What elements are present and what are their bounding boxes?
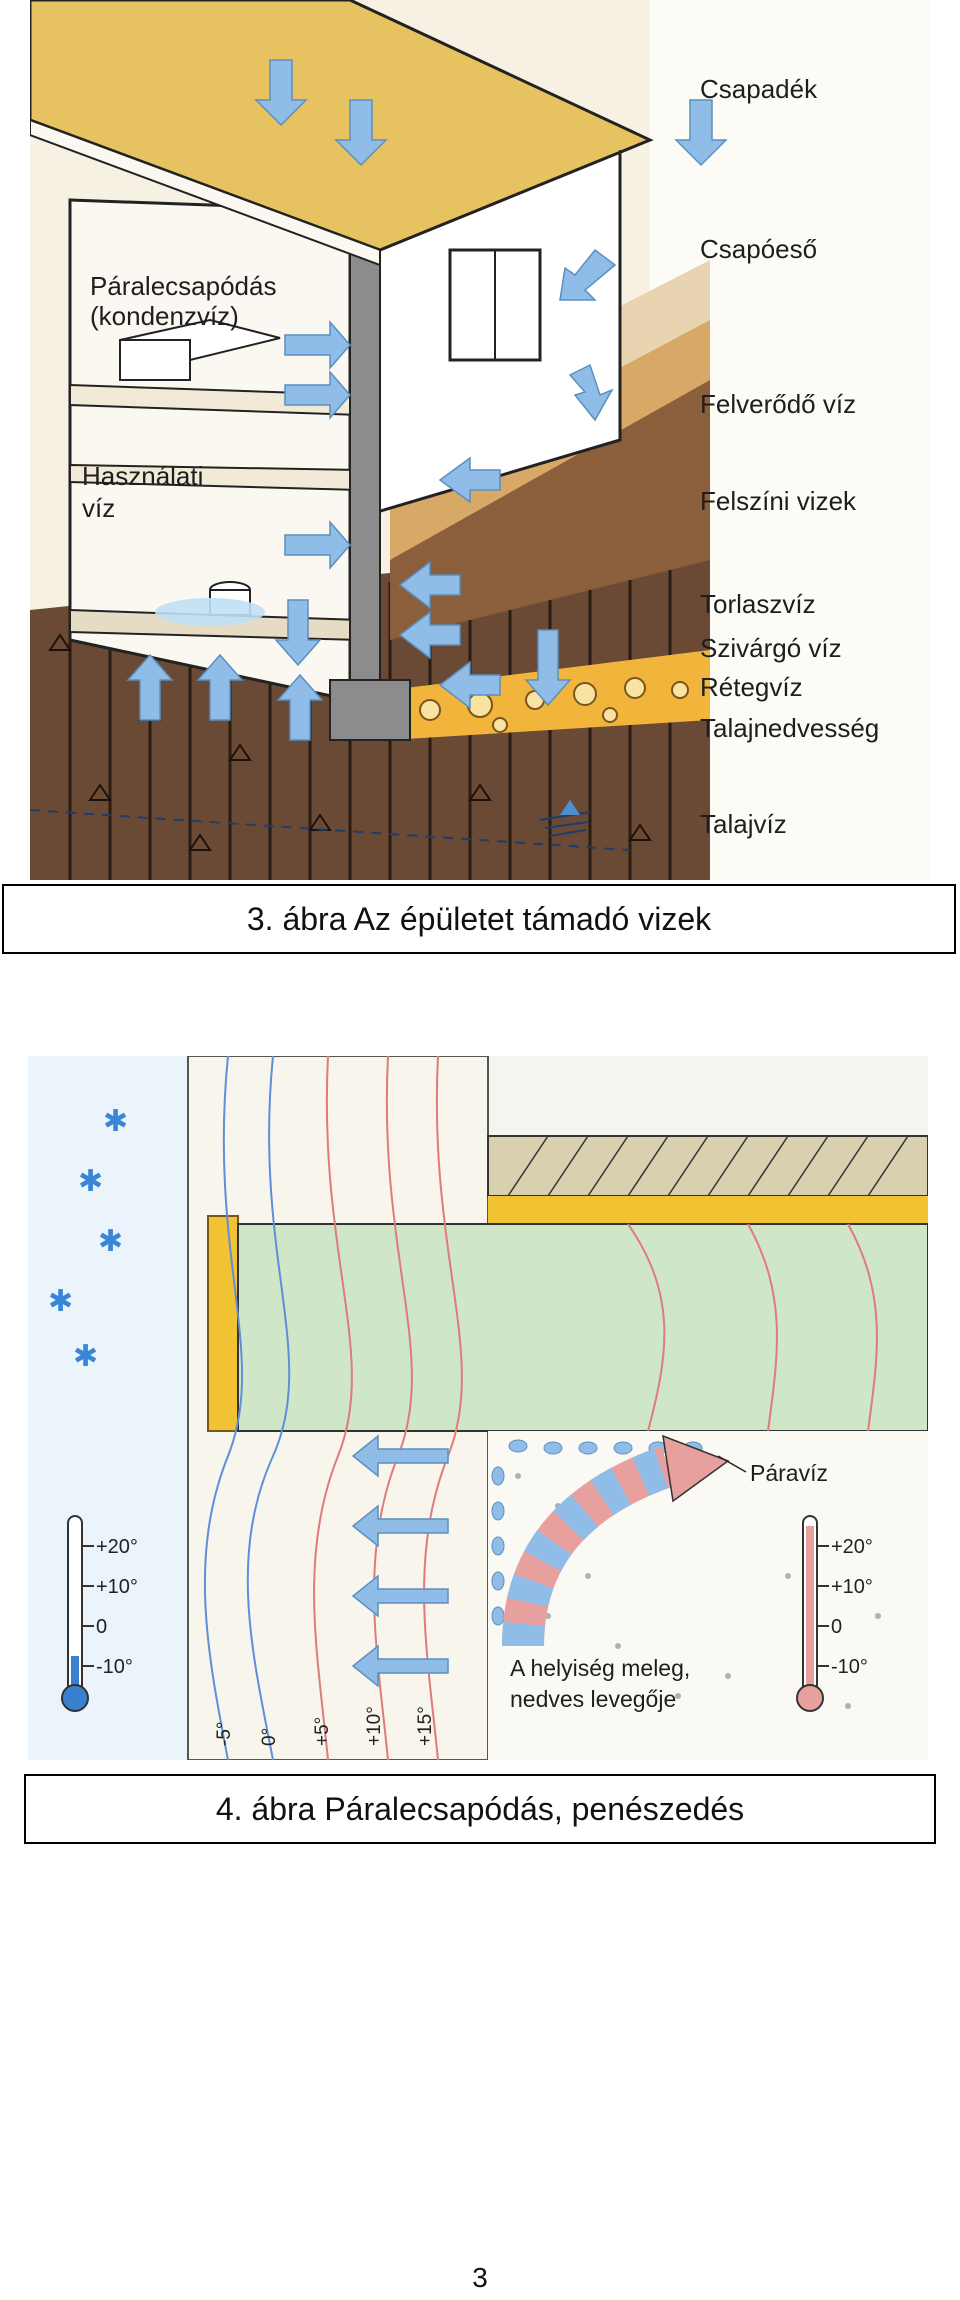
label-surface-water: Felszíni vizek: [700, 486, 857, 516]
thermo-right-tick-2: +10°: [831, 1576, 873, 1598]
label-room-air-sub: nedves levegője: [510, 1686, 676, 1712]
label-soil-moisture: Talajnedvesség: [700, 713, 879, 743]
isotherm-label-5: +15°: [415, 1706, 436, 1746]
thermo-left-tick-3: 0: [96, 1616, 107, 1638]
figure-4-caption: 4. ábra Páralecsapódás, penészedés: [216, 1791, 744, 1828]
figure-4-caption-box: 4. ábra Páralecsapódás, penészedés: [24, 1774, 936, 1844]
svg-text:✱: ✱: [73, 1340, 98, 1373]
label-condensation-sub: (kondenzvíz): [90, 301, 239, 331]
label-splash-water: Felverődő víz: [700, 389, 856, 419]
condensation-diagram: ✱✱✱ ✱✱ +20° +10° 0: [28, 1056, 928, 1760]
floor-slab: [238, 1224, 928, 1431]
thermo-right-tick-1: +20°: [831, 1536, 873, 1558]
label-backwater: Torlaszvíz: [700, 589, 816, 619]
isotherm-label-2: 0°: [259, 1728, 280, 1746]
svg-text:✱: ✱: [98, 1225, 123, 1258]
label-vapor-water: Páravíz: [750, 1460, 828, 1486]
label-room-air: A helyiség meleg,: [510, 1655, 690, 1681]
figure-4-illustration: ✱✱✱ ✱✱ +20° +10° 0: [28, 1056, 928, 1760]
thermo-right-tick-4: -10°: [831, 1656, 868, 1678]
label-precipitation: Csapadék: [700, 74, 818, 104]
label-usage-water: Használati: [82, 461, 203, 491]
svg-text:✱: ✱: [103, 1105, 128, 1138]
thermo-left-tick-4: -10°: [96, 1656, 133, 1678]
page-number: 3: [0, 2262, 960, 2294]
building-water-diagram: Páralecsapódás (kondenzvíz) Használati v…: [30, 0, 930, 880]
figure-3-caption-box: 3. ábra Az épületet támadó vizek: [2, 884, 956, 954]
svg-text:✱: ✱: [48, 1285, 73, 1318]
isotherm-label-3: +5°: [312, 1717, 333, 1746]
svg-text:✱: ✱: [78, 1165, 103, 1198]
thermo-right-tick-3: 0: [831, 1616, 842, 1638]
label-seepage: Szivárgó víz: [700, 633, 842, 663]
label-groundwater: Talajvíz: [700, 809, 787, 839]
isotherm-label-1: -5°: [214, 1722, 235, 1747]
label-layer-water: Rétegvíz: [700, 672, 803, 702]
thermo-left-tick-1: +20°: [96, 1536, 138, 1558]
isotherm-label-4: +10°: [364, 1706, 385, 1746]
label-driving-rain: Csapóeső: [700, 234, 817, 264]
figure-3-caption: 3. ábra Az épületet támadó vizek: [247, 901, 711, 938]
figure-3-illustration: Páralecsapódás (kondenzvíz) Használati v…: [30, 0, 930, 880]
outside-area: [28, 1056, 188, 1760]
label-usage-water-sub: víz: [82, 493, 115, 523]
label-condensation: Páralecsapódás: [90, 271, 276, 301]
thermo-left-tick-2: +10°: [96, 1576, 138, 1598]
